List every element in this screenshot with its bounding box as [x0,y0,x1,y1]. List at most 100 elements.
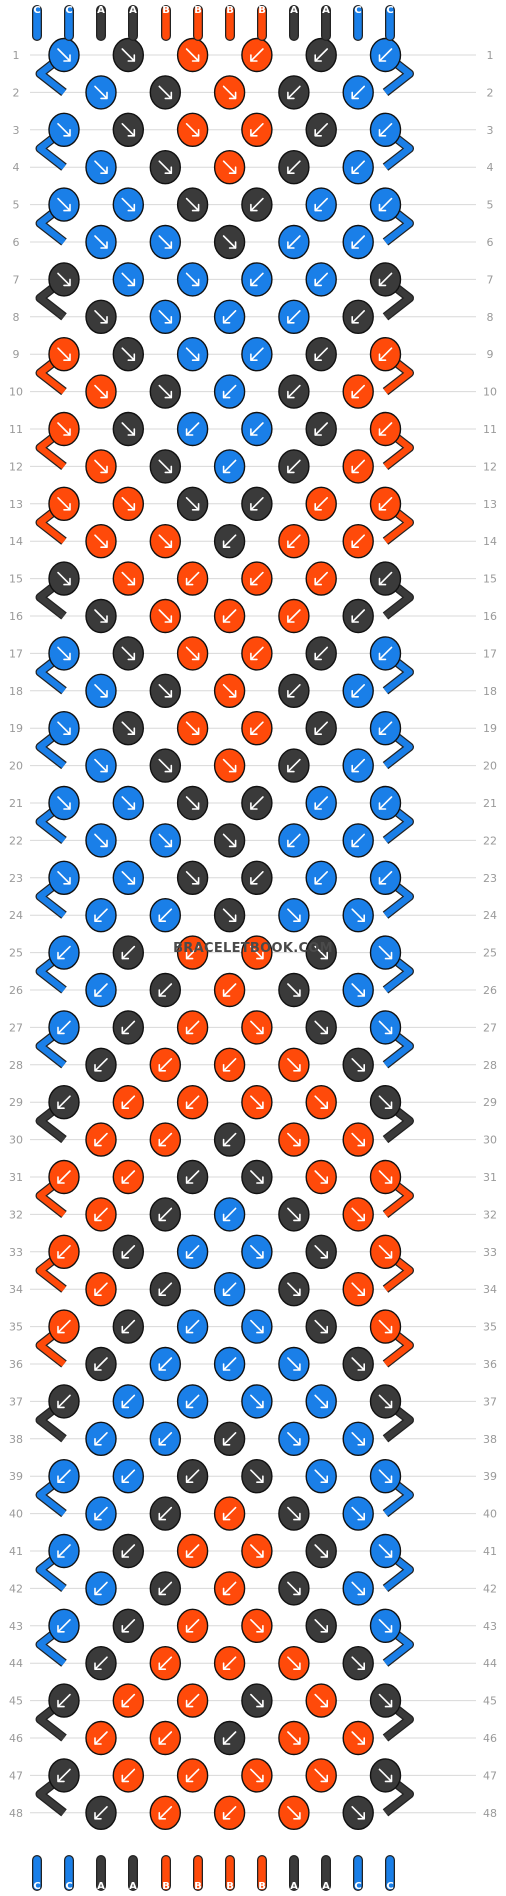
knot [241,935,273,970]
row-number-right: 46 [483,1732,497,1745]
knot [112,187,145,222]
knot-arrow-icon [185,571,200,586]
knot-arrow-icon [314,1394,328,1409]
knot-arrow-icon [57,1170,71,1184]
knot [305,1084,337,1120]
knot-arrow-icon [158,160,173,174]
knot [342,1122,374,1157]
knot [48,1384,80,1419]
knot-arrow-icon [121,1020,136,1035]
knot [48,785,80,821]
knot-arrow-icon [222,1656,237,1670]
knot [241,1010,273,1045]
knot [176,1683,209,1718]
knot [48,1458,80,1494]
row-number-right: 43 [483,1620,497,1633]
knot-arrow-icon [94,1656,108,1670]
knot [369,37,402,73]
knot-arrow-icon [94,1731,108,1745]
knot [149,449,182,484]
knot [213,1047,246,1083]
knot-arrow-icon [351,1207,365,1222]
knot [369,636,402,671]
row-number-left: 3 [13,124,20,137]
knot-arrow-icon [94,1132,108,1147]
knot-arrow-icon [351,1058,365,1072]
knot [48,337,80,372]
knot-arrow-icon [222,1731,237,1745]
row-number-left: 2 [13,86,20,99]
top-strand-letter: A [129,5,137,16]
knot-arrow-icon [121,1693,136,1708]
knot-arrow-icon [378,1020,393,1035]
knot [85,75,117,110]
knot-arrow-icon [287,983,301,997]
knot-arrow-icon [287,1432,301,1446]
knot [369,785,402,821]
knot [342,1571,374,1606]
knot-arrow-icon [250,1469,264,1483]
knot [176,561,209,596]
knot-arrow-icon [121,796,136,810]
knot-arrow-icon [57,1319,71,1334]
knot [149,1122,182,1157]
knot [112,1084,145,1120]
knot [112,1683,145,1718]
knot [149,75,182,110]
knot [85,748,117,783]
knot [342,149,374,185]
knot [149,149,182,185]
row-number-right: 4 [487,161,494,174]
knot-arrow-icon [158,1058,173,1072]
row-number-right: 45 [483,1695,497,1708]
knot [342,1197,374,1232]
knot-arrow-icon [351,160,365,174]
knot [149,1720,182,1756]
knot [213,598,246,634]
knot-arrow-icon [185,347,200,361]
knot-arrow-icon [250,497,264,511]
knot-arrow-icon [351,235,365,249]
knot-arrow-icon [94,833,108,848]
knot [85,898,117,933]
knot [85,1047,117,1083]
row-number-right: 44 [483,1657,497,1670]
knot-arrow-icon [378,571,393,586]
knot-arrow-icon [314,422,328,436]
top-strand-letter: C [354,5,361,16]
knot [176,636,209,671]
knot [149,374,182,409]
knot-arrow-icon [351,310,365,324]
knot-arrow-icon [57,497,71,511]
knot [278,449,310,484]
knot-arrow-icon [158,684,173,698]
knot [369,262,402,297]
knot-arrow-icon [378,1768,393,1783]
knot-arrow-icon [351,1432,365,1446]
knot [342,972,374,1008]
row-number-left: 17 [9,647,23,660]
knot-arrow-icon [351,983,365,997]
knot [112,112,145,148]
knot [48,1608,80,1644]
knot [176,785,209,821]
knot [241,1533,273,1569]
knot-arrow-icon [185,1170,200,1184]
knot [85,1122,117,1157]
knot [369,337,402,372]
row-number-left: 10 [9,386,23,399]
row-number-right: 14 [483,535,497,548]
knot [213,149,246,185]
knot-arrow-icon [287,1058,301,1072]
row-number-right: 24 [483,909,497,922]
knot-arrow-icon [158,1282,173,1296]
knot-arrow-icon [314,1469,328,1483]
knot [305,1159,337,1195]
knot [369,112,402,148]
knot [278,673,310,708]
knot-arrow-icon [378,497,393,511]
knot [213,972,246,1008]
knot-arrow-icon [158,1731,173,1745]
knot-arrow-icon [314,48,328,62]
knot [369,1608,402,1644]
